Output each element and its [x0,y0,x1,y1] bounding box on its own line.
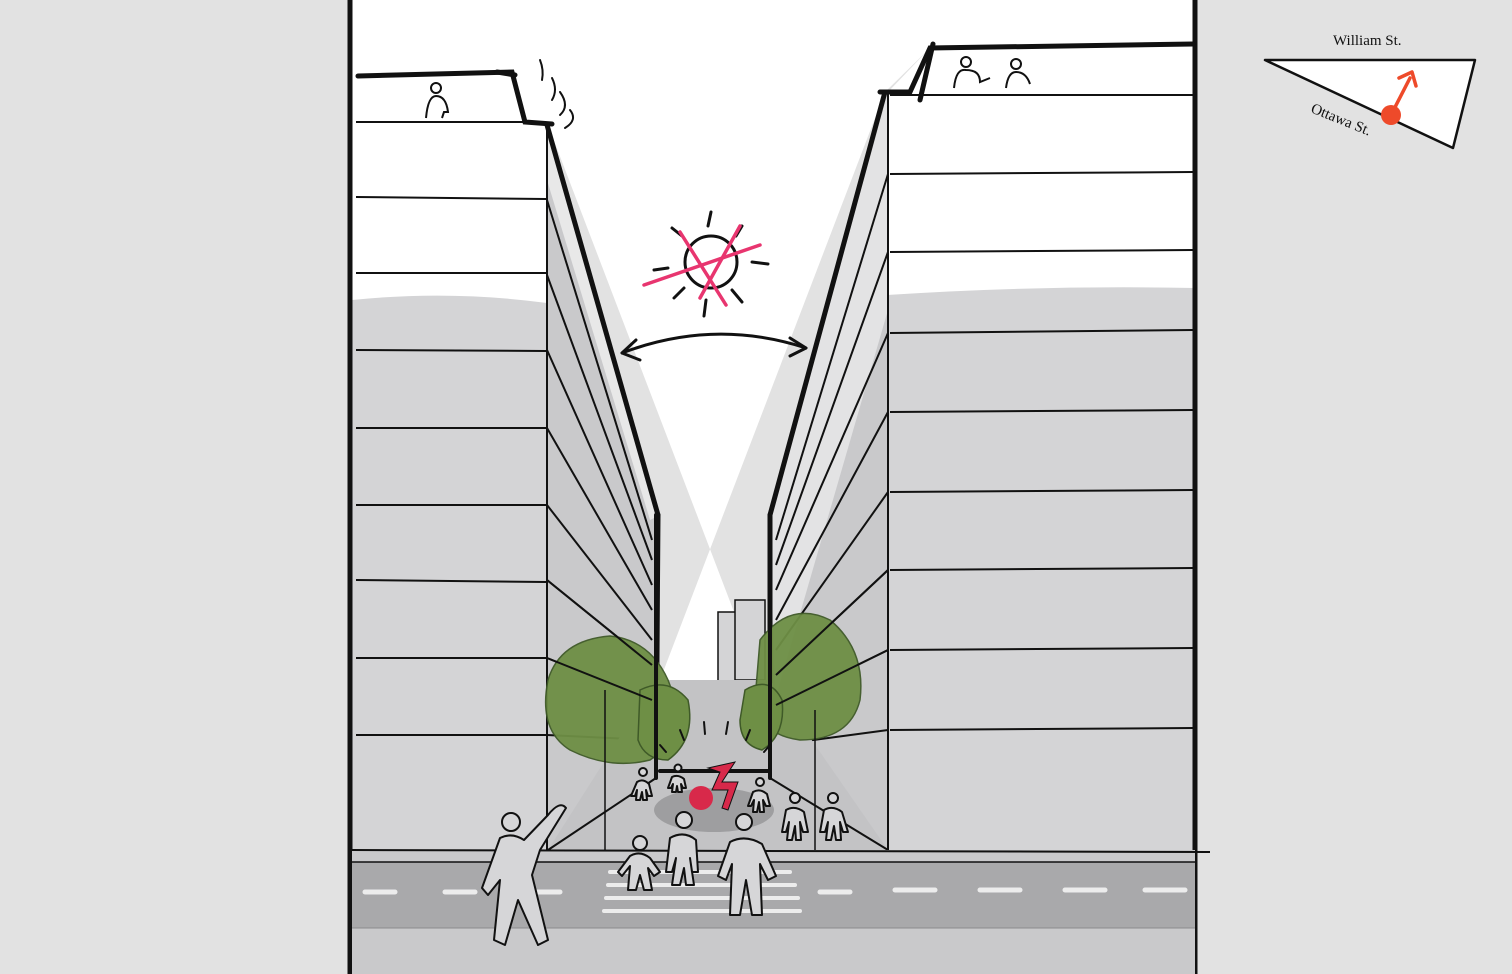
road [352,850,1210,974]
north-street-label: William St. [1333,33,1402,49]
